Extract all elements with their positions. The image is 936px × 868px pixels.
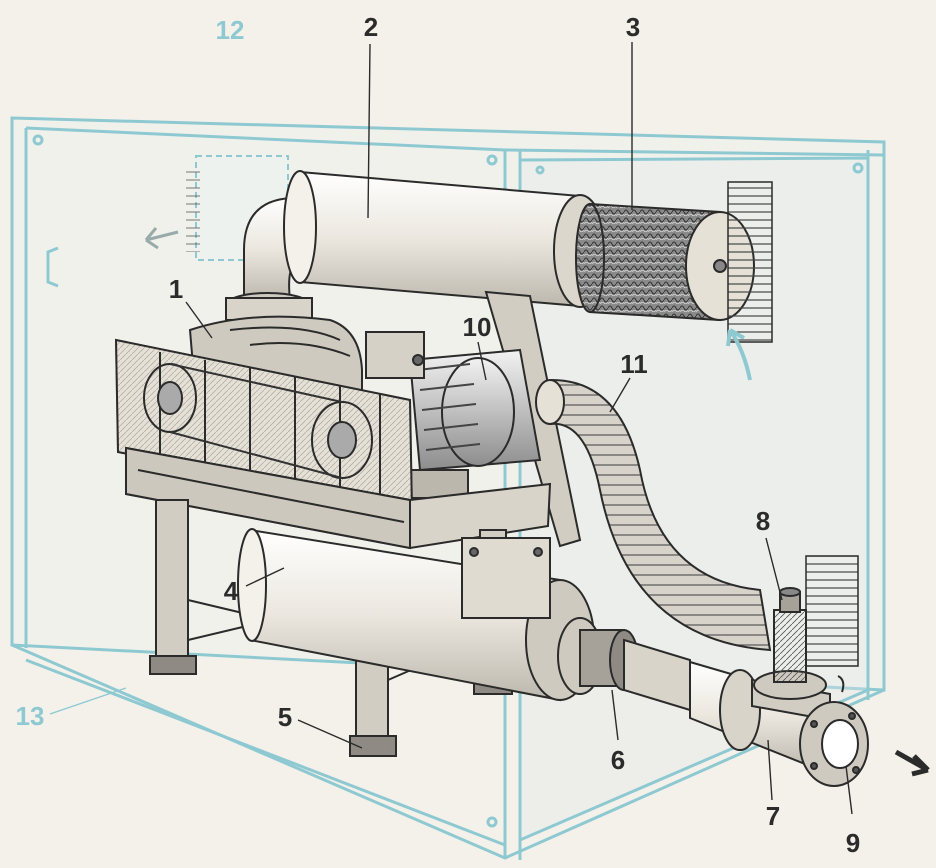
motor-10 <box>365 331 542 499</box>
outlet-flange-9 <box>799 675 869 787</box>
enclosure-handle <box>46 246 59 288</box>
callout-4: 4 <box>223 576 239 606</box>
callout-13: 13 <box>15 701 45 731</box>
callout-9: 9 <box>845 828 861 858</box>
lower-right-grille <box>805 555 859 667</box>
callout-10: 10 <box>462 312 492 342</box>
callout-8: 8 <box>755 506 771 536</box>
callout-11: 11 <box>620 349 648 379</box>
outlet-arrow-icon <box>894 749 930 777</box>
callout-5: 5 <box>277 702 293 732</box>
callout-6: 6 <box>610 745 626 775</box>
airflow-arrow-icon <box>726 328 752 381</box>
right-wall-grille <box>727 181 773 343</box>
callout-7: 7 <box>765 801 781 831</box>
belt-guard <box>114 338 414 514</box>
flexible-hose-11 <box>535 378 772 652</box>
callout-12: 12 <box>215 15 245 45</box>
leader-lines <box>49 42 853 815</box>
airflow-arrow-icon <box>144 227 179 250</box>
callout-2: 2 <box>363 12 379 42</box>
callout-3: 3 <box>625 12 641 42</box>
pressure-relief-valve-8 <box>753 587 827 700</box>
callout-1: 1 <box>168 274 184 304</box>
